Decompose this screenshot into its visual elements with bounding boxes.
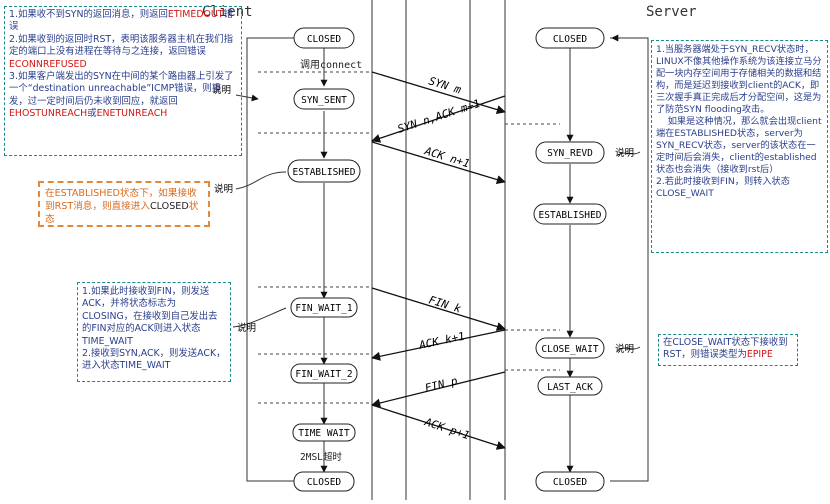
svg-text:SYN_REVD: SYN_REVD	[547, 148, 593, 159]
msg-ack1-label: ACK n+1	[422, 144, 471, 170]
client-header: Client	[202, 4, 253, 20]
client-state-closed-top: CLOSED	[293, 27, 355, 49]
client-state-fin-wait-2: FIN_WAIT_2	[290, 363, 358, 384]
server-state-close-wait: CLOSE_WAIT	[535, 337, 605, 359]
client-mid-note: 在ESTABLISHED状态下，如果接收到RST消息，则直接进入CLOSED状态	[38, 181, 210, 227]
client-state-time-wait: TIME WAIT	[292, 423, 356, 442]
svg-text:SYN_SENT: SYN_SENT	[301, 95, 347, 106]
explain-label-4: 说明	[615, 147, 634, 159]
explain-label-5: 说明	[615, 343, 634, 355]
svg-text:CLOSED: CLOSED	[307, 34, 342, 45]
server-state-last-ack: LAST_ACK	[537, 376, 603, 396]
msg-fin2-label: FIN p	[424, 374, 460, 395]
client-top-note: 1.如果收不到SYN的返回消息，则返回ETIMEDOUT错误 2.如果收到的返回…	[4, 6, 242, 156]
explain-label-2: 说明	[214, 183, 233, 195]
msg-fin1-arrow	[371, 287, 506, 331]
svg-text:CLOSED: CLOSED	[307, 477, 342, 488]
svg-text:TIME WAIT: TIME WAIT	[298, 428, 350, 439]
msg-syn-arrow	[371, 71, 506, 114]
msg-ack3-label: ACK p+1	[422, 415, 471, 442]
svg-text:FIN_WAIT_1: FIN_WAIT_1	[295, 303, 352, 314]
msg-fin2-arrow	[371, 371, 506, 408]
svg-text:ESTABLISHED: ESTABLISHED	[539, 210, 602, 221]
msg-synack-label: SYN n,ACK m+1	[396, 97, 482, 136]
server-state-closed-top: CLOSED	[535, 27, 605, 49]
server-state-established: ESTABLISHED	[533, 203, 607, 225]
client-loop-left	[246, 37, 294, 482]
msg-ack3-arrow	[371, 404, 506, 450]
client-state-established: ESTABLISHED	[287, 159, 361, 183]
msg-fin1-label: FIN k	[427, 293, 463, 315]
server-state-syn-revd: SYN_REVD	[535, 141, 605, 164]
server-bottom-note: 在CLOSE_WAIT状态下接收到RST，则错误类型为EPIPE	[658, 334, 798, 366]
svg-text:LAST_ACK: LAST_ACK	[547, 382, 593, 393]
client-state-syn-sent: SYN_SENT	[293, 88, 355, 110]
server-loop-right	[610, 37, 649, 482]
server-top-note: 1.当服务器端处于SYN_RECV状态时，LINUX不像其他操作系统为该连接立马…	[651, 40, 828, 253]
svg-text:CLOSED: CLOSED	[553, 34, 588, 45]
msg-synack-arrow	[371, 95, 506, 143]
explain-label-1: 说明	[212, 84, 231, 96]
svg-text:CLOSED: CLOSED	[553, 477, 588, 488]
msg-ack1-arrow	[371, 141, 506, 184]
dashed-guides	[258, 71, 560, 404]
svg-text:CLOSE_WAIT: CLOSE_WAIT	[541, 344, 598, 355]
explain-connectors	[232, 94, 641, 351]
msg-ack2-arrow	[371, 329, 506, 361]
svg-text:FIN_WAIT_2: FIN_WAIT_2	[295, 369, 352, 380]
msg-ack2-label: ACK k+1	[417, 330, 466, 353]
client-state-fin-wait-1: FIN_WAIT_1	[290, 297, 358, 318]
client-state-closed-bottom: CLOSED	[293, 471, 355, 492]
connect-label: 调用connect	[300, 59, 362, 71]
client-bottom-note: 1.如果此时接收到FIN，则发送ACK，并将状态标志为CLOSING，在接收到自…	[77, 282, 231, 382]
explain-label-3: 说明	[237, 322, 256, 334]
svg-text:ESTABLISHED: ESTABLISHED	[293, 167, 356, 178]
server-state-closed-bottom: CLOSED	[535, 471, 605, 492]
server-header: Server	[646, 4, 697, 20]
twomsl-label: 2MSL超时	[300, 451, 342, 463]
